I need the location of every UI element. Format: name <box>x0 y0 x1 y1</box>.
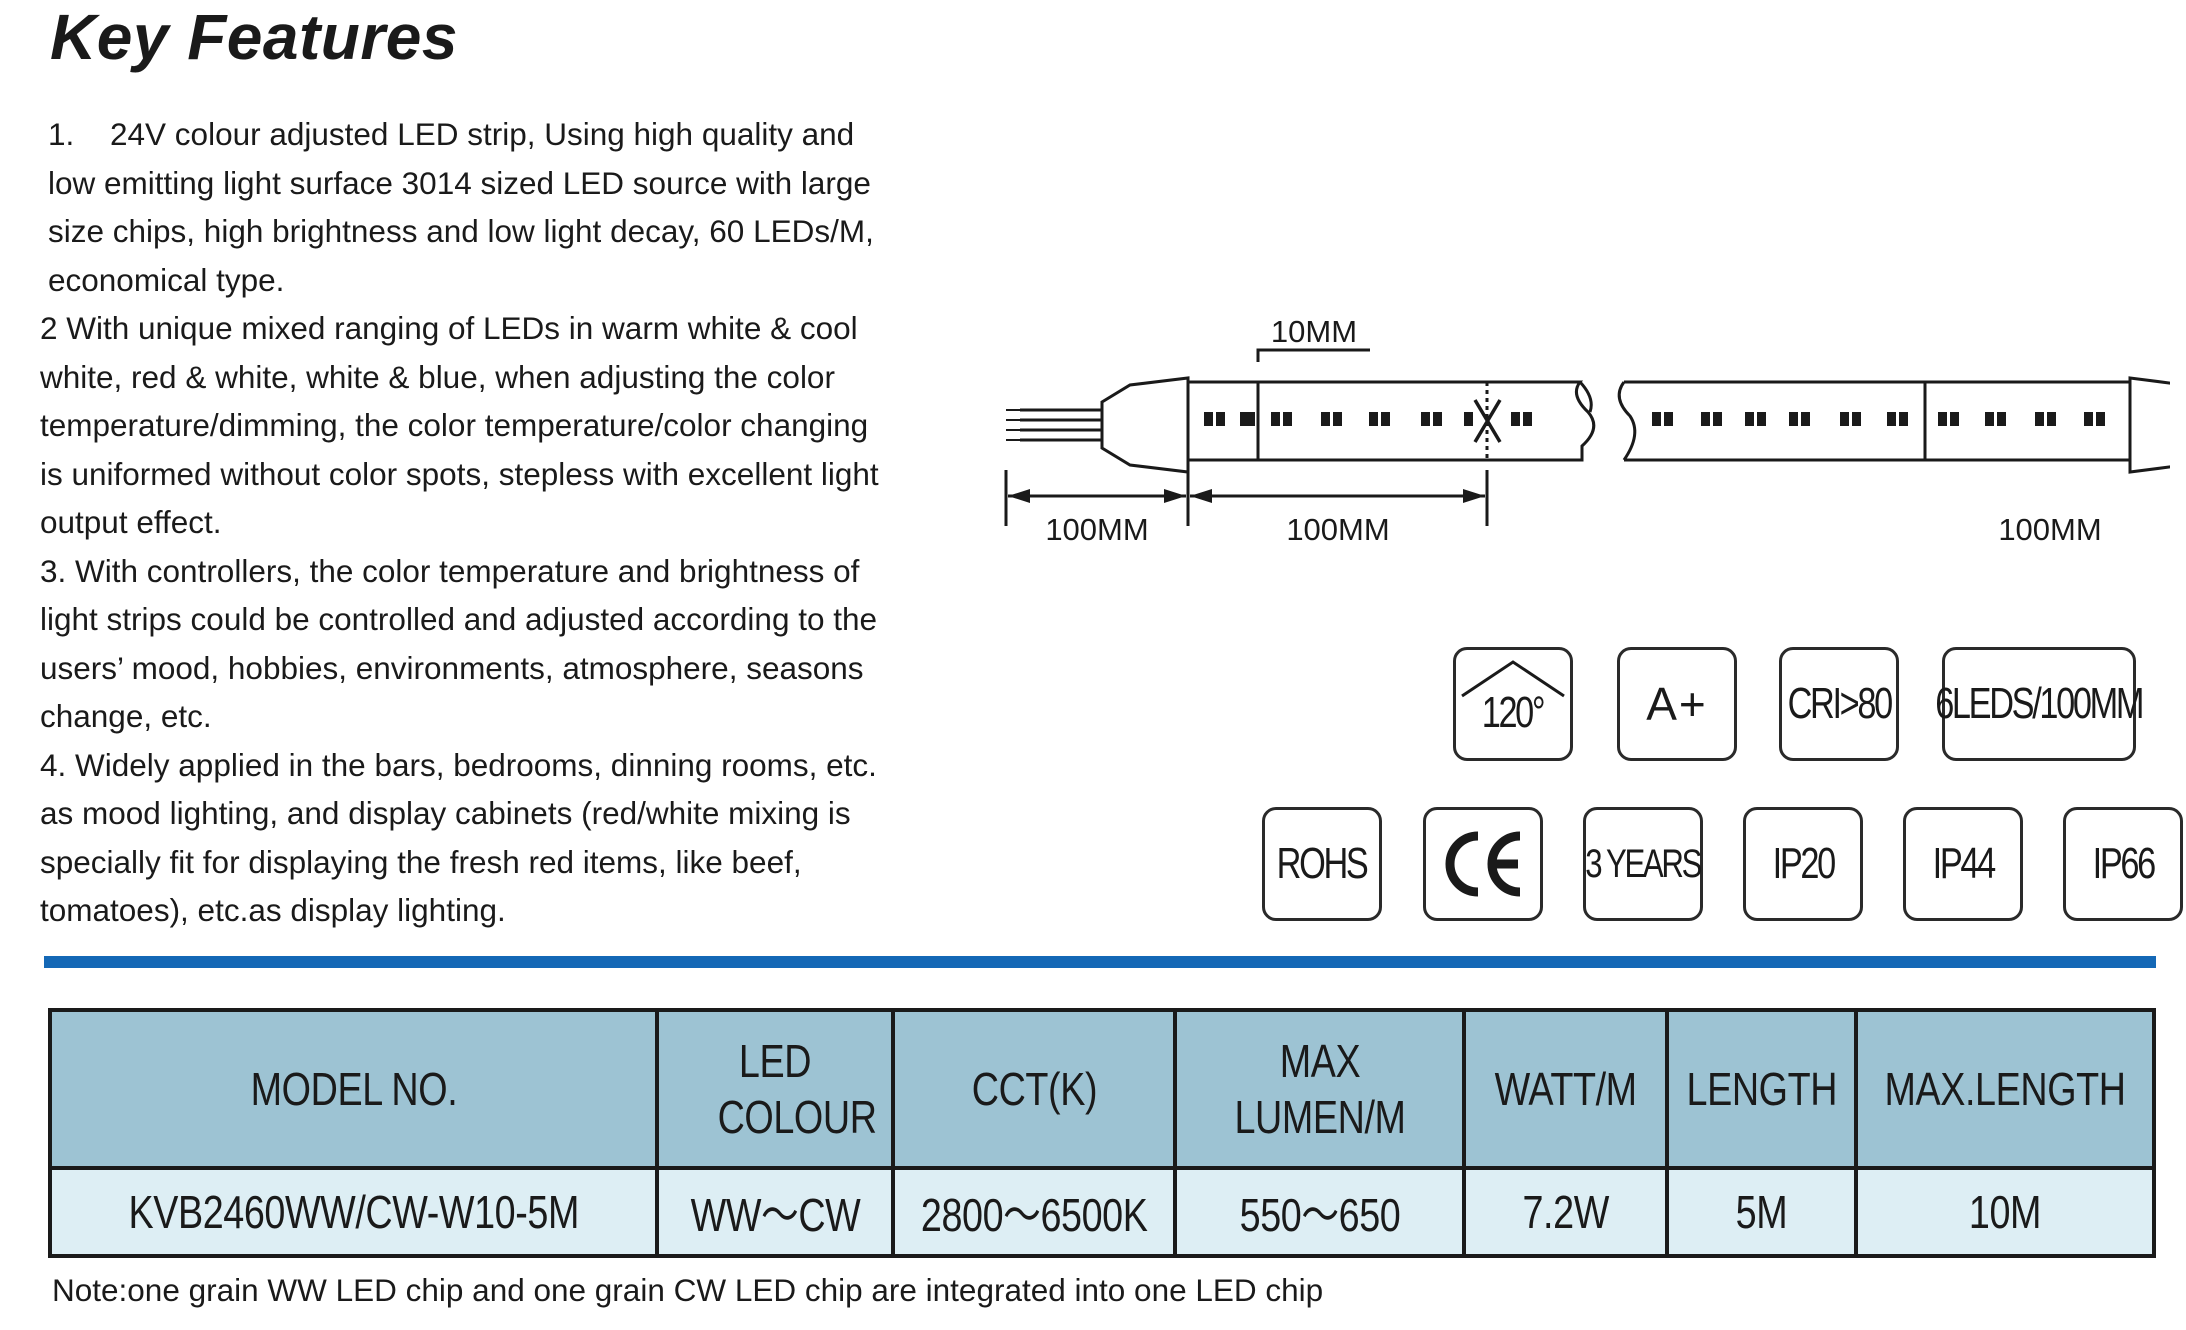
column-header-max-lumen: MAX LUMEN/M <box>1173 1008 1467 1170</box>
column-header-cct: CCT(K) <box>891 1008 1178 1170</box>
led-strip-diagram: 10MM 100MM 100MM 100MM <box>1004 314 2170 547</box>
ip20-badge: IP20 <box>1743 807 1863 921</box>
table-row: KVB2460WW/CW-W10-5M WW～CW 2800～6500K 550… <box>47 1166 2157 1258</box>
ip66-badge: IP66 <box>2063 807 2183 921</box>
column-header-max-length: MAX.LENGTH <box>1853 1008 2157 1170</box>
cell-watt: 7.2W <box>1462 1166 1669 1258</box>
energy-class-badge: A+ <box>1617 647 1737 761</box>
ce-mark-icon <box>1445 831 1521 897</box>
feature-text: 24V colour adjusted LED strip, Using hig… <box>48 116 874 298</box>
rohs-badge: ROHS <box>1262 807 1382 921</box>
led-density-badge: 6LEDS/100MM <box>1936 647 2145 761</box>
segment-length-label: 100MM <box>1286 512 1389 547</box>
feature-number: 1. <box>48 116 75 152</box>
feature-item-4: 4. Widely applied in the bars, bedrooms,… <box>40 746 877 929</box>
cell-length: 5M <box>1664 1166 1858 1258</box>
cell-led-colour: WW～CW <box>655 1166 896 1258</box>
tail-length-label: 100MM <box>1998 512 2101 547</box>
cell-max-length: 10M <box>1853 1166 2157 1258</box>
cell-model: KVB2460WW/CW-W10-5M <box>47 1166 660 1258</box>
beam-angle-text: 120° <box>1482 688 1546 737</box>
cut-length-label: 10MM <box>1271 314 1357 349</box>
feature-item-2: 2 With unique mixed ranging of LEDs in w… <box>40 310 879 540</box>
feature-item-1: 1.24V colour adjusted LED strip, Using h… <box>40 110 890 304</box>
led-chip-group <box>1204 412 2105 426</box>
lead-length-label: 100MM <box>1045 512 1148 547</box>
section-divider <box>44 956 2156 968</box>
beam-angle-icon <box>1461 660 1565 698</box>
page-title: Key Features <box>50 1 458 73</box>
cell-cct: 2800～6500K <box>891 1166 1178 1258</box>
cell-max-lumen: 550～650 <box>1173 1166 1467 1258</box>
warranty-badge: 3 YEARS <box>1583 807 1703 921</box>
footnote: Note:one grain WW LED chip and one grain… <box>52 1272 1324 1308</box>
feature-list: 1.24V colour adjusted LED strip, Using h… <box>40 110 890 935</box>
feature-item-3: 3. With controllers, the color temperatu… <box>40 552 878 735</box>
table-header-row: MODEL NO. LED COLOUR CCT(K) MAX LUMEN/M … <box>47 1008 2157 1170</box>
column-header-model: MODEL NO. <box>47 1008 660 1170</box>
cri-badge: CRI>80 <box>1779 647 1899 761</box>
column-header-watt: WATT/M <box>1462 1008 1669 1170</box>
column-header-length: LENGTH <box>1664 1008 1858 1170</box>
certification-badges: 120° A+ CRI>80 6LEDS/100MM ROHS 3 YEARS … <box>1262 647 2183 921</box>
beam-angle-badge: 120° <box>1453 647 1573 761</box>
ce-badge <box>1423 807 1543 921</box>
spec-table: MODEL NO. LED COLOUR CCT(K) MAX LUMEN/M … <box>47 1008 2157 1258</box>
ip44-badge: IP44 <box>1903 807 2023 921</box>
column-header-led-colour: LED COLOUR <box>655 1008 896 1170</box>
